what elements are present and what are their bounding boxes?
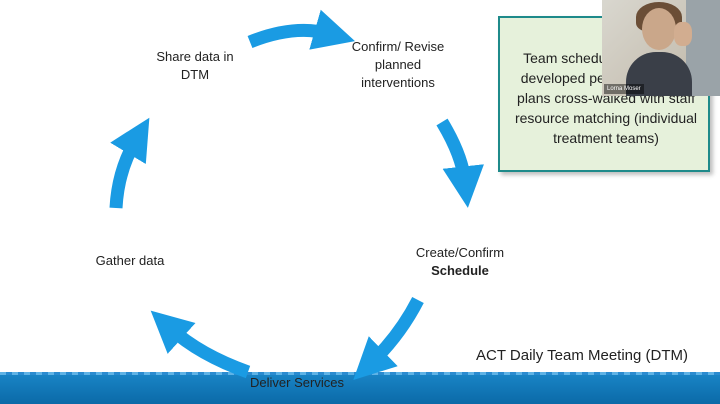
arrow-deliver-to-gather bbox=[150, 310, 251, 379]
step-deliver-services: Deliver Services bbox=[250, 375, 344, 390]
step-create-schedule: Create/Confirm Schedule bbox=[415, 245, 505, 278]
arrow-gather-to-share bbox=[109, 117, 150, 209]
participant-video[interactable]: Lorna Moser bbox=[602, 0, 720, 96]
arrow-confirm-to-create bbox=[436, 118, 484, 208]
slide-title: ACT Daily Team Meeting (DTM) bbox=[476, 347, 688, 364]
arrow-create-to-deliver bbox=[353, 296, 424, 381]
arrow-share-to-confirm bbox=[247, 9, 356, 50]
step-gather-data: Gather data bbox=[95, 253, 165, 268]
step-share-data: Share data in DTM bbox=[156, 49, 234, 82]
step-confirm-revise: Confirm/ Revise planned interventions bbox=[351, 39, 445, 90]
participant-name-label: Lorna Moser bbox=[604, 84, 644, 94]
